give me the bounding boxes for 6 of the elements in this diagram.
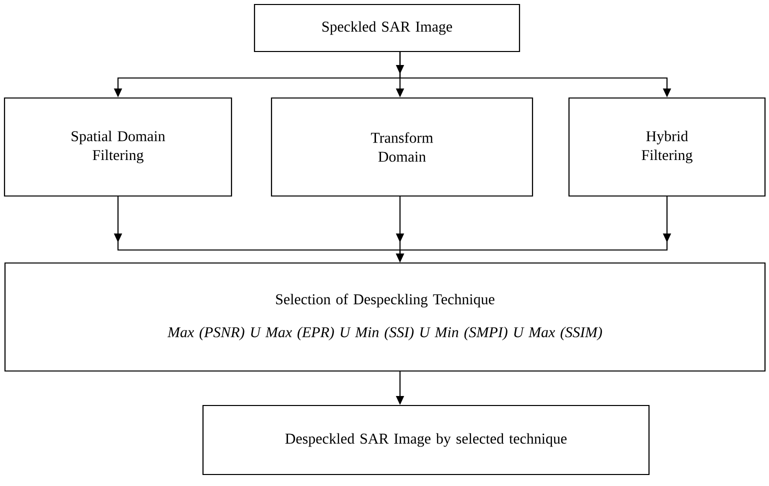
process-box: Selection of Despeckling Technique Max (PSNR) U Max (EPR) U Min (SSI) U Min (SMPI) U Max (SSIM) bbox=[4, 262, 766, 372]
process-box: Transform Domain bbox=[270, 97, 534, 197]
process-box: Speckled SAR Image bbox=[254, 4, 520, 52]
process-box: Spatial Domain Filtering bbox=[4, 97, 232, 197]
process-box: Hybrid Filtering bbox=[568, 97, 766, 197]
process-box: Despeckled SAR Image by selected technique bbox=[202, 404, 650, 476]
